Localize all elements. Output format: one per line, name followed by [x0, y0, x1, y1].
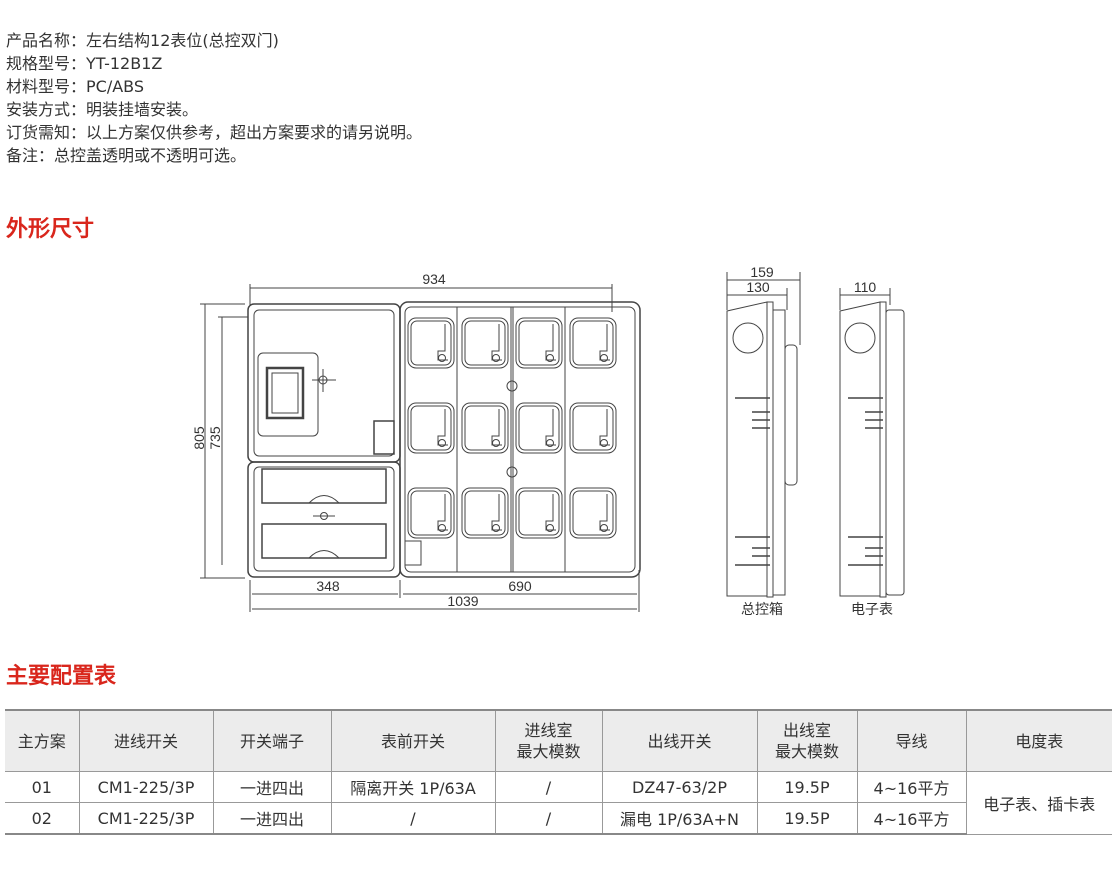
spec-value: 明装挂墙安装。: [86, 100, 199, 119]
col-header: 进线开关: [78, 709, 214, 772]
dimensions-heading: 外形尺寸: [6, 217, 95, 242]
meter-window: [461, 317, 509, 369]
spec-label: 订货需知：: [6, 123, 87, 142]
table-cell: 19.5P: [756, 802, 858, 835]
spec-value: 总控盖透明或不透明可选。: [54, 146, 247, 165]
col-header: 进线室最大模数: [494, 709, 603, 772]
spec-product-name: 产品名称：左右结构12表位(总控双门): [6, 29, 422, 52]
dim-934: 934: [422, 271, 446, 287]
meter-window: [461, 402, 509, 454]
caption-meter-box: 电子表: [851, 601, 893, 617]
spec-model: 规格型号：YT-12B1Z: [6, 52, 422, 75]
meter-window: [569, 402, 617, 454]
table-cell: 4~16平方: [856, 802, 966, 835]
col-header: 电度表: [965, 709, 1112, 772]
dim-1039: 1039: [447, 593, 478, 609]
dim-690: 690: [508, 578, 532, 594]
spec-label: 规格型号：: [6, 54, 87, 73]
col-header: 表前开关: [330, 709, 496, 772]
table-cell: 一进四出: [212, 802, 332, 835]
breaker-rail-2: [261, 523, 387, 559]
table-cell: 19.5P: [756, 771, 858, 803]
table-cell: /: [494, 802, 603, 835]
table-row: 02 CM1-225/3P 一进四出 / / 漏电 1P/63A+N 19.5P…: [5, 802, 1112, 835]
product-specs: 产品名称：左右结构12表位(总控双门) 规格型号：YT-12B1Z 材料型号：P…: [6, 29, 422, 167]
dim-735: 735: [207, 426, 223, 450]
table-cell: 02: [5, 802, 80, 835]
table-row: 01 CM1-225/3P 一进四出 隔离开关 1P/63A / DZ47-63…: [5, 771, 1112, 835]
caption-control-box: 总控箱: [741, 601, 783, 617]
table-cell: 一进四出: [212, 771, 332, 803]
table-cell: CM1-225/3P: [78, 771, 214, 803]
header-line: 出线室: [782, 721, 831, 740]
spec-value: YT-12B1Z: [86, 54, 163, 73]
front-view: [200, 284, 641, 612]
header-line: 最大模数: [774, 742, 839, 761]
spec-label: 备注：: [6, 146, 55, 165]
table-cell: 漏电 1P/63A+N: [601, 802, 758, 835]
table-cell: /: [494, 771, 603, 803]
meter-window: [407, 402, 455, 454]
col-header: 开关端子: [212, 709, 332, 772]
col-header: 出线开关: [601, 709, 758, 772]
col-header: 导线: [856, 709, 967, 772]
table-header-row: 主方案 进线开关 开关端子 表前开关 进线室最大模数 出线开关 出线室最大模数 …: [5, 709, 1112, 772]
side-view-meter-box: [839, 288, 905, 598]
meter-window: [515, 402, 563, 454]
col-header: 出线室最大模数: [756, 709, 858, 772]
spec-label: 材料型号：: [6, 77, 87, 96]
col-header: 主方案: [5, 709, 80, 772]
config-table: 主方案 进线开关 开关端子 表前开关 进线室最大模数 出线开关 出线室最大模数 …: [5, 709, 1112, 835]
header-line: 进线室: [524, 721, 573, 740]
dimension-drawing: 934 805 735 348 690 1039 159 130 总控箱 110…: [191, 264, 905, 617]
side-view-control-box: [726, 272, 801, 598]
meter-window: [569, 317, 617, 369]
dim-348: 348: [316, 578, 340, 594]
spec-label: 安装方式：: [6, 100, 87, 119]
dim-159: 159: [750, 264, 774, 280]
table-cell: DZ47-63/2P: [601, 771, 758, 803]
dim-110: 110: [854, 279, 877, 295]
table-cell: 隔离开关 1P/63A: [330, 771, 496, 803]
meter-window: [407, 317, 455, 369]
spec-value: 以上方案仅供参考，超出方案要求的请另说明。: [86, 123, 423, 142]
meter-window: [515, 487, 563, 539]
table-cell: /: [330, 802, 496, 835]
table-cell: 4~16平方: [856, 771, 967, 803]
spec-label: 产品名称：: [6, 31, 87, 50]
meter-window: [461, 487, 509, 539]
table-cell: 01: [5, 771, 80, 803]
table-cell: CM1-225/3P: [78, 802, 214, 835]
table-cell-meter-type: 电子表、插卡表: [965, 771, 1112, 835]
spec-order-note: 订货需知：以上方案仅供参考，超出方案要求的请另说明。: [6, 121, 422, 144]
header-line: 最大模数: [516, 742, 581, 761]
spec-material: 材料型号：PC/ABS: [6, 75, 422, 98]
meter-window: [569, 487, 617, 539]
breaker-rail-1: [261, 468, 387, 504]
meter-window: [407, 487, 455, 539]
spec-install: 安装方式：明装挂墙安装。: [6, 98, 422, 121]
dim-805: 805: [191, 426, 207, 450]
spec-value: 左右结构12表位(总控双门): [86, 31, 279, 50]
meter-window: [515, 317, 563, 369]
spec-remark: 备注：总控盖透明或不透明可选。: [6, 144, 422, 167]
main-breaker: [265, 366, 305, 420]
spec-value: PC/ABS: [86, 77, 145, 96]
control-box-upper-door: [247, 303, 401, 463]
meter-box: [399, 301, 641, 578]
config-heading: 主要配置表: [6, 664, 117, 689]
dim-130: 130: [746, 279, 770, 295]
